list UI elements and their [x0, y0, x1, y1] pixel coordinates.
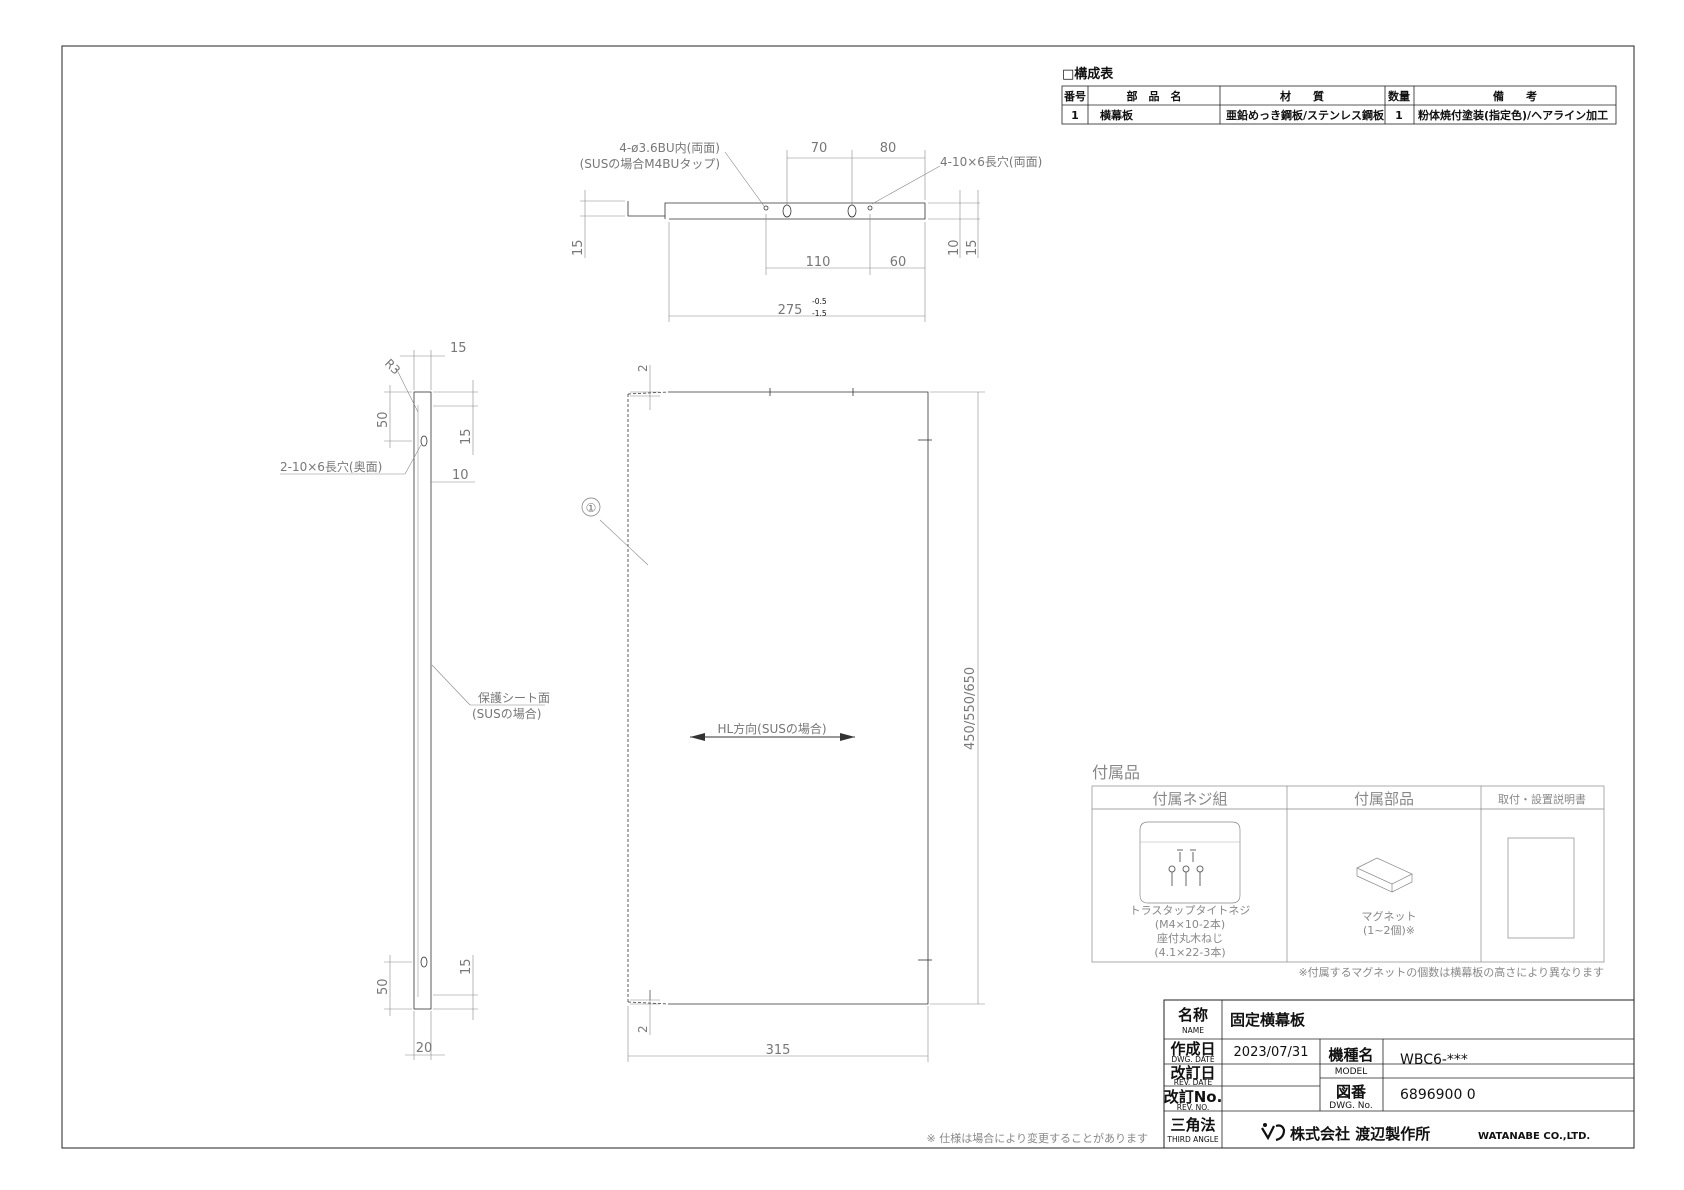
tb-rev-date-label: 改訂日	[1170, 1064, 1215, 1082]
top-dim-15-right: 15	[965, 239, 980, 256]
tb-company-jp: 株式会社 渡辺製作所	[1290, 1125, 1430, 1143]
tb-name-sub: NAME	[1182, 1026, 1204, 1035]
screw-bag-icon	[1139, 821, 1241, 904]
side-sheet-note: 保護シート面	[478, 690, 550, 705]
accessories-title: 付属品	[1092, 763, 1140, 782]
top-slot-note: 4-10×6長穴(両面)	[940, 154, 1042, 169]
side-view-outline	[413, 391, 432, 1010]
tb-dwg-value: 6896900 0	[1400, 1087, 1476, 1103]
side-view-slot	[420, 435, 428, 447]
magnet-icon	[1356, 857, 1413, 893]
front-view: ① HL方向(SUSの場合) 450/550/650 315 2 2	[581, 364, 985, 1062]
parts-row-name: 横幕板	[1100, 108, 1134, 122]
side-view: 15 R3 50 15 10 15 50 20 2-10×6長穴(奥面) 保護シ…	[280, 341, 550, 1060]
side-dim-10: 10	[452, 468, 469, 483]
acc-header-manual: 取付・設置説明書	[1498, 792, 1586, 806]
side-slot-note: 2-10×6長穴(奥面)	[280, 459, 382, 474]
tb-date-value: 2023/07/31	[1234, 1045, 1309, 1060]
top-view-hole	[867, 205, 873, 211]
front-balloon: ①	[586, 501, 597, 515]
parts-table-title: □構成表	[1062, 66, 1114, 82]
top-view-hole	[763, 205, 769, 211]
tb-model-value: WBC6-***	[1400, 1052, 1468, 1068]
screw-icon	[1168, 849, 1204, 886]
parts-row-remarks: 粉体焼付塗装(指定色)/ヘアライン加工	[1418, 108, 1608, 122]
acc-header-parts: 付属部品	[1354, 790, 1414, 808]
top-view-slot	[847, 204, 857, 218]
tb-angle-label: 三角法	[1170, 1116, 1215, 1134]
top-dim-tol-upper: -0.5	[812, 297, 827, 306]
top-dim-80: 80	[880, 141, 897, 156]
parts-row-qty: 1	[1395, 109, 1403, 122]
front-dim-height: 450/550/650	[963, 667, 978, 750]
sheet-border	[61, 45, 1635, 1149]
tb-rev-no-sub: REV. NO.	[1177, 1103, 1209, 1112]
company-logo-icon	[1261, 1123, 1286, 1142]
acc-footnote: ※付属するマグネットの個数は横幕板の高さにより異なります	[1298, 965, 1604, 979]
top-dim-tol-lower: -1.5	[812, 309, 827, 318]
front-hl-label: HL方向(SUSの場合)	[717, 721, 826, 736]
acc-screw-line-4: (4.1×22-3本)	[1154, 945, 1225, 959]
top-dim-110: 110	[806, 255, 831, 270]
parts-header-material: 材 質	[1280, 89, 1324, 103]
acc-screw-line-1: トラスタップタイトネジ	[1130, 904, 1251, 917]
manual-icon	[1507, 837, 1575, 939]
top-view-slot	[782, 204, 792, 218]
acc-screw-line-2: (M4×10-2本)	[1155, 917, 1225, 931]
tb-model-sub: MODEL	[1335, 1067, 1367, 1077]
top-dim-15-left: 15	[571, 239, 586, 256]
parts-table: □構成表 番号 部 品 名 材 質 数量 備 考 1 横幕板 亜鉛めっき鋼板/ス…	[1061, 66, 1617, 125]
side-view-slot	[420, 956, 428, 968]
side-dim-50-top: 50	[376, 411, 391, 428]
side-sheet-note-sus: (SUSの場合)	[472, 706, 541, 721]
side-dim-15-b: 15	[459, 958, 474, 975]
front-dim-2-top: 2	[636, 364, 650, 372]
top-dim-10: 10	[947, 239, 962, 256]
parts-header-name: 部 品 名	[1127, 89, 1182, 103]
side-dim-20: 20	[416, 1041, 433, 1056]
top-dim-70: 70	[811, 141, 828, 156]
side-dim-50-bot: 50	[376, 978, 391, 995]
side-dim-15-a: 15	[459, 428, 474, 445]
parts-row-material: 亜鉛めっき鋼板/ステンレス鋼板	[1226, 108, 1385, 122]
front-view-outline	[668, 391, 929, 1005]
tb-date-label: 作成日	[1170, 1040, 1215, 1058]
top-dim-60: 60	[890, 255, 907, 270]
parts-header-qty: 数量	[1388, 89, 1410, 103]
spec-note: ※ 仕様は場合により変更することがあります	[927, 1131, 1149, 1145]
tb-name-value: 固定横幕板	[1230, 1011, 1306, 1029]
top-view-outline	[627, 201, 926, 220]
accessories: 付属品 付属ネジ組 付属部品 取付・設置説明書 トラスタップタイトネジ (M4×…	[1091, 763, 1605, 979]
front-dim-width: 315	[766, 1043, 791, 1058]
acc-screw-line-3: 座付丸木ねじ	[1157, 931, 1223, 945]
tb-angle-sub: THIRD ANGLE	[1166, 1135, 1219, 1144]
tb-rev-no-label: 改訂No.	[1164, 1088, 1223, 1106]
parts-header-no: 番号	[1063, 89, 1086, 103]
tb-company-en: WATANABE CO.,LTD.	[1478, 1131, 1590, 1142]
side-dim-r3: R3	[382, 356, 403, 377]
acc-header-screws: 付属ネジ組	[1152, 790, 1227, 808]
tb-model-label: 機種名	[1328, 1046, 1373, 1064]
tb-dwg-sub: DWG. No.	[1329, 1101, 1372, 1111]
tb-rev-date-sub: REV. DATE	[1174, 1078, 1213, 1087]
tb-dwg-label: 図番	[1336, 1083, 1367, 1101]
top-hole-note: 4-ø3.6BU内(両面)	[619, 141, 720, 155]
tb-date-sub: DWG. DATE	[1171, 1055, 1215, 1064]
parts-row-no: 1	[1071, 109, 1079, 122]
title-block: 名称 NAME 固定横幕板 作成日 DWG. DATE 2023/07/31 改…	[1163, 999, 1635, 1149]
top-view: 70 80 110 60 275 -0.5 -1.5 15 10 15 4-ø3…	[571, 141, 1042, 322]
side-dim-15-top: 15	[450, 341, 467, 356]
acc-magnet-line-1: マグネット	[1362, 909, 1417, 923]
parts-header-remarks: 備 考	[1493, 89, 1537, 103]
top-hole-note-sus: (SUSの場合M4BUタップ)	[580, 156, 720, 171]
front-dim-2-bot: 2	[636, 1025, 650, 1033]
tb-name-label: 名称	[1178, 1006, 1208, 1024]
acc-magnet-line-2: (1~2個)※	[1363, 924, 1415, 937]
top-dim-total: 275	[778, 303, 803, 318]
